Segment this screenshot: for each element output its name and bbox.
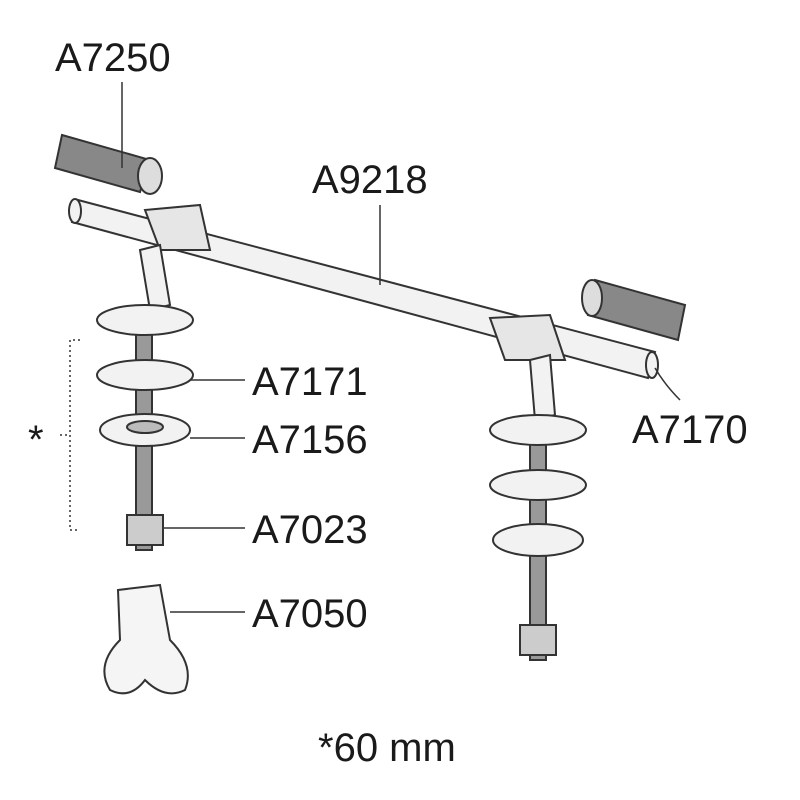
wrench <box>103 583 189 695</box>
left-hinge-block <box>138 203 212 312</box>
label-a7171: A7171 <box>252 360 368 404</box>
footnote: *60 mm <box>318 726 456 770</box>
label-a7023: A7023 <box>252 508 368 552</box>
cap-right <box>581 278 687 342</box>
right-bolt <box>489 414 587 661</box>
leader-lines <box>60 82 681 613</box>
note-marker: * <box>28 418 44 462</box>
label-a7250: A7250 <box>55 36 171 80</box>
label-a7050: A7050 <box>252 592 368 636</box>
label-a7156: A7156 <box>252 418 368 462</box>
label-a9218: A9218 <box>312 158 428 202</box>
left-bolt <box>96 304 194 551</box>
right-hinge-block <box>488 313 567 422</box>
label-a7170: A7170 <box>632 408 748 452</box>
cap-left <box>53 133 163 195</box>
